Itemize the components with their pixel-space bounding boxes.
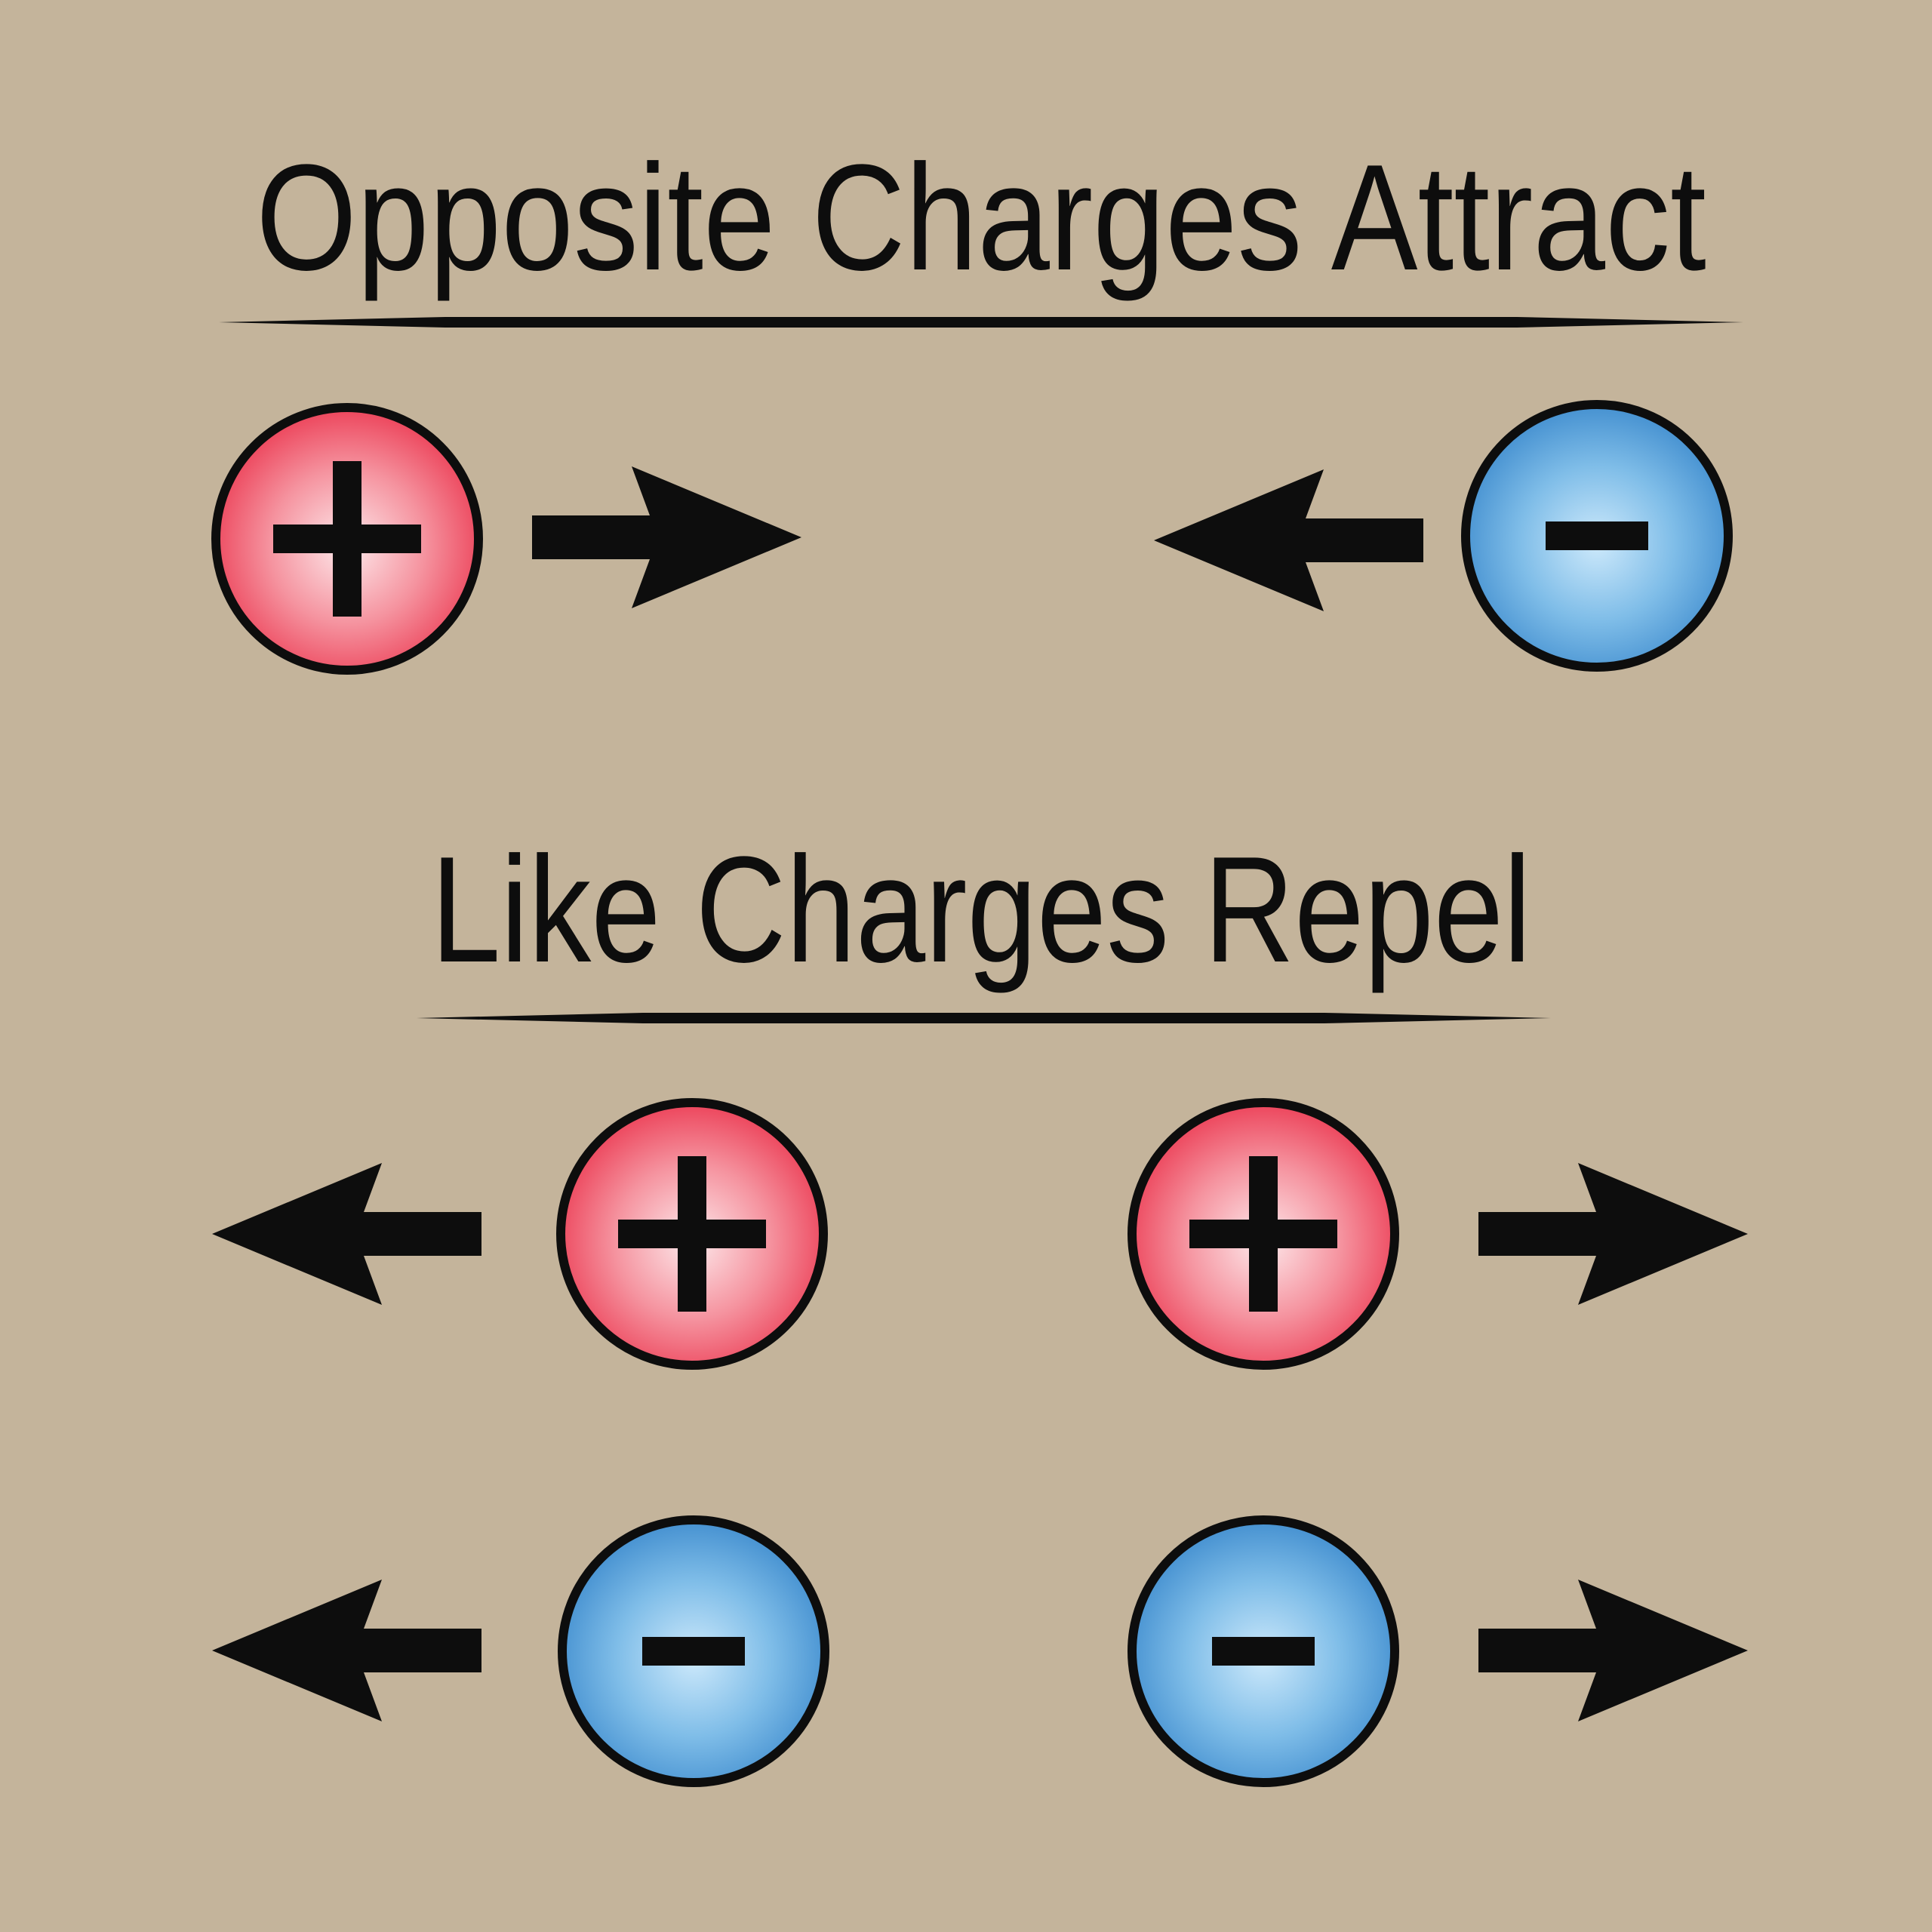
plus-icon (269, 461, 425, 617)
positive-charge (211, 403, 483, 675)
minus-icon (1546, 521, 1648, 550)
positive-charge (1128, 1098, 1399, 1370)
negative-charge (1128, 1515, 1399, 1787)
arrow-left-icon (212, 1580, 481, 1721)
arrow-left-icon (212, 1163, 481, 1305)
minus-icon (1212, 1637, 1315, 1666)
repel-title-underline (417, 1013, 1551, 1023)
negative-charge (558, 1515, 829, 1787)
arrow-right-icon (1478, 1163, 1748, 1305)
arrow-left-icon (1154, 469, 1423, 611)
plus-icon (1186, 1156, 1341, 1312)
repel-title: Like Charges Repel (431, 826, 1531, 994)
arrow-right-icon (1478, 1580, 1748, 1721)
attract-title: Opposite Charges Attract (256, 134, 1706, 302)
plus-icon (614, 1156, 770, 1312)
negative-charge (1461, 400, 1733, 672)
positive-charge (556, 1098, 828, 1370)
minus-icon (642, 1637, 745, 1666)
attract-title-underline (219, 317, 1743, 328)
arrow-right-icon (532, 466, 801, 608)
